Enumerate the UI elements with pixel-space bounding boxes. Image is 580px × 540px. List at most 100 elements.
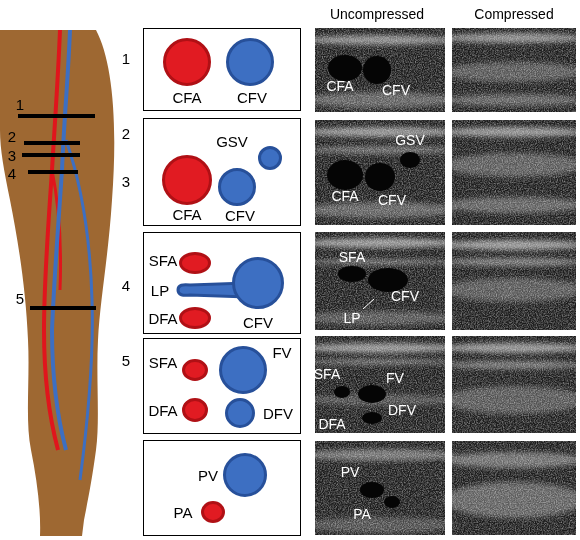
level-bar <box>18 114 95 118</box>
image-label: CFA <box>331 189 358 203</box>
image-label: CFV <box>391 289 419 303</box>
image-label: SFA <box>314 367 340 381</box>
vessel-label: CFV <box>243 315 273 330</box>
image-label: DFA <box>318 417 345 431</box>
ultrasound-panel: PVPA <box>315 441 445 535</box>
leader-line <box>363 299 374 309</box>
callout-number: 3 <box>122 174 130 189</box>
image-label: GSV <box>395 133 425 147</box>
vessel-label: CFA <box>172 207 201 222</box>
vein-circle <box>227 400 254 427</box>
vessel-node: SFA <box>182 359 208 381</box>
vessel-node: CFA <box>163 38 211 86</box>
ultrasound-ground <box>315 28 577 536</box>
vessel-shape <box>219 346 267 394</box>
vessel-node: CFV <box>232 257 284 309</box>
vessel-node: SFA <box>179 252 211 274</box>
vessel-shape <box>226 38 274 86</box>
vessel-label: DFA <box>148 403 177 418</box>
vessel-node: PV <box>223 453 267 497</box>
vessel-label: DFA <box>148 311 177 326</box>
vessel-shape <box>201 501 225 523</box>
callout-number: 2 <box>122 126 130 141</box>
vessel-shape <box>232 257 284 309</box>
ultrasound-speckle <box>315 28 577 536</box>
ultrasound-panel: SFACFVLP <box>315 232 445 330</box>
vessel-label: FV <box>272 345 291 360</box>
vein-circle <box>221 348 266 393</box>
vessel-label: PA <box>174 505 193 520</box>
artery-circle <box>164 157 211 204</box>
vessel-shape <box>179 252 211 274</box>
callout-number: 4 <box>122 278 130 293</box>
callout-number: 3 <box>8 148 16 163</box>
vessel-shape <box>258 146 282 170</box>
image-label: CFV <box>382 83 410 97</box>
vessel-label: CFV <box>225 208 255 223</box>
column-heading: Compressed <box>474 7 553 21</box>
callout-number: 1 <box>16 97 24 112</box>
schematic-box <box>144 29 301 111</box>
schematic-box <box>144 233 301 334</box>
callout-number: 5 <box>122 353 130 368</box>
depth-scale <box>440 30 571 535</box>
vessel-shape <box>182 359 208 381</box>
callout-number: 1 <box>122 51 130 66</box>
vessel-node: CFV <box>218 168 256 206</box>
image-label: CFV <box>378 193 406 207</box>
ultrasound-panel: SFAFVDFVDFA <box>315 336 445 433</box>
vessel-node: DFA <box>182 398 208 422</box>
vessel-label: DFV <box>263 406 293 421</box>
vessel-shape <box>163 38 211 86</box>
vessel-label: CFA <box>172 90 201 105</box>
level-bar <box>30 306 96 310</box>
vessel-label: PV <box>198 468 218 483</box>
vessel-node: DFA <box>179 307 211 329</box>
image-label: CFA <box>326 79 353 93</box>
vessel-node: FV <box>219 346 267 394</box>
schematic-box <box>144 441 301 536</box>
vein-circle <box>260 148 281 169</box>
schematic-box <box>144 119 301 226</box>
level-bar <box>24 141 80 145</box>
vein-circle <box>220 170 255 205</box>
image-label: DFV <box>388 403 416 417</box>
ultrasound-panel: GSV CFA CFV <box>315 120 445 225</box>
artery-circle <box>184 361 207 380</box>
vessel-node: DFV <box>225 398 255 428</box>
level-bar <box>22 153 80 157</box>
vessel-label: SFA <box>149 253 177 268</box>
artery-circle <box>184 400 207 421</box>
callout-number: 2 <box>8 129 16 144</box>
schematic-box <box>144 339 301 434</box>
vessel-shape <box>223 453 267 497</box>
vessel-label: SFA <box>149 355 177 370</box>
vessel-label: CFV <box>237 90 267 105</box>
vessel-node: CFA <box>162 155 212 205</box>
artery-circle <box>203 503 224 522</box>
vein <box>52 30 70 450</box>
artery-circle <box>181 254 210 273</box>
vessel-shape <box>182 398 208 422</box>
vessel-lumens <box>327 55 420 508</box>
leg-outline <box>0 30 114 536</box>
vein-circle <box>234 259 283 308</box>
schematic-boxes <box>144 29 301 536</box>
vessel-node: CFV <box>226 38 274 86</box>
vessel-shape <box>225 398 255 428</box>
vessel-shape <box>179 307 211 329</box>
artery-circle <box>165 40 210 85</box>
column-heading: Uncompressed <box>330 7 424 21</box>
vein-circle <box>225 455 266 496</box>
level-bar <box>28 170 78 174</box>
vessel-label: LP <box>151 283 169 298</box>
ultrasound-images <box>305 28 580 536</box>
vessel-shape <box>218 168 256 206</box>
image-label: PV <box>341 465 360 479</box>
image-label: SFA <box>339 250 365 264</box>
vessel-label: GSV <box>216 134 248 149</box>
artery-circle <box>181 309 210 328</box>
ultrasound-panel: CFA CFV <box>315 28 445 112</box>
